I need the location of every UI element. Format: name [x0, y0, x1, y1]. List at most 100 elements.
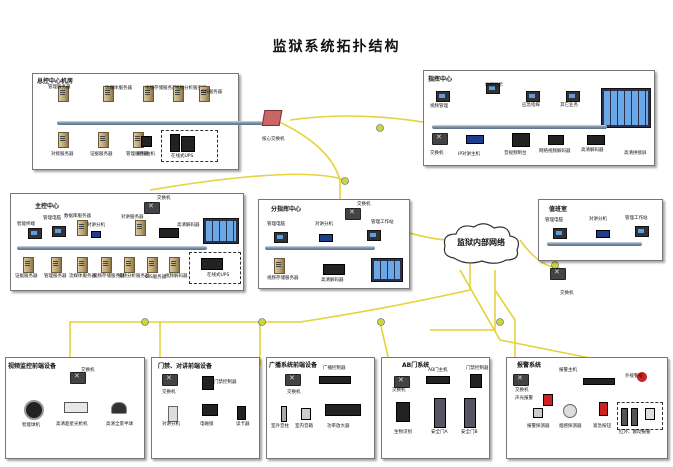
- intercom-icon: [596, 230, 610, 238]
- server-icon: [98, 132, 109, 148]
- device-label: 交换机: [162, 390, 176, 395]
- device-label: 音视频制台: [504, 151, 527, 156]
- network-bus: [17, 246, 207, 250]
- network-bus: [265, 246, 375, 250]
- diagram-title: 监狱系统拓扑结构: [272, 39, 401, 55]
- server-icon: [51, 257, 62, 273]
- speaker-column-icon: [281, 406, 287, 422]
- card-reader-icon: [237, 406, 246, 420]
- device-label: 视频分析服务器: [175, 86, 207, 91]
- device-label: 证据服务器: [15, 274, 38, 279]
- ups-group: [161, 130, 218, 162]
- section-zhukong: 主控中心 交换机 管理电脑 数据库服务器 对讲分机 对讲服务器 智能终端 高清解…: [10, 193, 244, 291]
- console-icon: [512, 133, 530, 147]
- detector-icon: [533, 408, 543, 418]
- device-label: 紧急按钮: [593, 424, 611, 429]
- device-label: 高清解码器: [321, 278, 344, 283]
- switch-icon: [285, 374, 301, 386]
- decoder-icon: [159, 228, 179, 238]
- section-guangbo: 广播系统前端设备 交换机 广播控制器 室外音柱 室内音箱 功率放大器: [266, 357, 375, 459]
- link-node: [341, 177, 349, 185]
- intercom-panel-icon: [168, 406, 178, 422]
- section-title: 分指挥中心: [271, 206, 302, 213]
- switch-icon: [144, 202, 160, 214]
- device-label: IP对讲主机: [458, 152, 481, 157]
- server-icon: [101, 257, 112, 273]
- bullet-camera-icon: [64, 402, 88, 413]
- server-icon: [23, 257, 34, 273]
- device-label: 高清解码器: [581, 148, 604, 153]
- device-label: 外接警号: [625, 374, 643, 379]
- switch-icon: [70, 372, 86, 384]
- server-icon: [58, 132, 69, 148]
- decoder-icon: [323, 264, 345, 275]
- device-label: 地图显示: [485, 83, 503, 88]
- link-node: [258, 318, 266, 326]
- ups-group: [189, 252, 241, 284]
- broadcast-controller-icon: [319, 376, 351, 384]
- device-label: 证据服务器: [90, 152, 113, 157]
- device-label: 智能球机: [22, 423, 40, 428]
- device-label: 视频分析服务器: [118, 274, 150, 279]
- door-b-icon: [464, 398, 476, 428]
- section-title: AB门系统: [402, 362, 430, 369]
- server-icon: [77, 220, 88, 236]
- device-label: 电磁锁: [200, 422, 214, 427]
- device-label: 管理工作站: [371, 220, 394, 225]
- server-icon: [147, 257, 158, 273]
- switch-icon: [162, 374, 178, 386]
- section-title: 指挥中心: [428, 76, 453, 83]
- vibration-sensor-icon: [645, 408, 655, 420]
- device-label: 高清超星光枪机: [56, 422, 88, 427]
- device-label: 管理服务器: [126, 152, 149, 157]
- network-bus: [432, 125, 607, 129]
- speaker-icon: [301, 408, 311, 420]
- switch-icon: [345, 208, 361, 220]
- section-qianduan: 视频监控前端设备 交换机 智能球机 高清超星光枪机 高清全景半球: [5, 357, 145, 459]
- biometric-icon: [396, 402, 410, 422]
- hemisphere-camera-icon: [111, 402, 127, 414]
- device-label: 管理服务器: [48, 85, 71, 90]
- device-label: 管理工作站: [625, 216, 648, 221]
- device-label: 高清全景半球: [106, 422, 133, 427]
- device-label: 其它业务: [560, 103, 578, 108]
- intercom-icon: [319, 234, 333, 242]
- device-label: 门禁控制器: [466, 366, 489, 371]
- pc-icon: [274, 232, 288, 243]
- device-label: 在线式UPS: [171, 154, 194, 159]
- server-icon: [143, 86, 154, 102]
- server-icon: [58, 86, 69, 102]
- device-label: 应急指挥: [522, 103, 540, 108]
- siren-icon: [637, 372, 647, 382]
- pc-icon: [436, 91, 450, 102]
- device-label: 交换机: [392, 388, 406, 393]
- device-label: 对讲分机: [162, 422, 180, 427]
- emergency-button-icon: [599, 402, 608, 416]
- alarm-host-icon: [583, 378, 615, 385]
- device-label: 烟感探测器: [559, 424, 582, 429]
- pc-icon: [52, 226, 66, 237]
- ab-host-icon: [426, 376, 450, 384]
- device-label: 广播控制器: [323, 366, 346, 371]
- device-label: 交换机: [515, 388, 529, 393]
- door-a-icon: [434, 398, 446, 428]
- device-label: 交换机: [287, 390, 301, 395]
- server-icon: [199, 86, 210, 102]
- dome-camera-icon: [24, 400, 44, 420]
- device-label: 在线式UPS: [207, 273, 230, 278]
- section-zhiban: 值班室 管理电脑 对讲分机 管理工作站: [538, 199, 663, 261]
- server-icon: [124, 257, 135, 273]
- device-label: 报警主机: [559, 368, 577, 373]
- switch-icon: [513, 374, 529, 386]
- section-title: 报警系统: [517, 362, 542, 369]
- device-label: 高清拼接屏: [624, 151, 647, 156]
- battery-icon: [181, 136, 195, 152]
- section-title: 广播系统前端设备: [269, 362, 318, 369]
- sensor-group: [617, 402, 663, 430]
- decoder-icon: [548, 135, 564, 145]
- server-icon: [135, 220, 146, 236]
- network-bus: [547, 242, 642, 246]
- device-label: 对讲分机: [87, 223, 105, 228]
- device-label: 管理服务器: [44, 274, 67, 279]
- intercom-icon: [91, 231, 101, 238]
